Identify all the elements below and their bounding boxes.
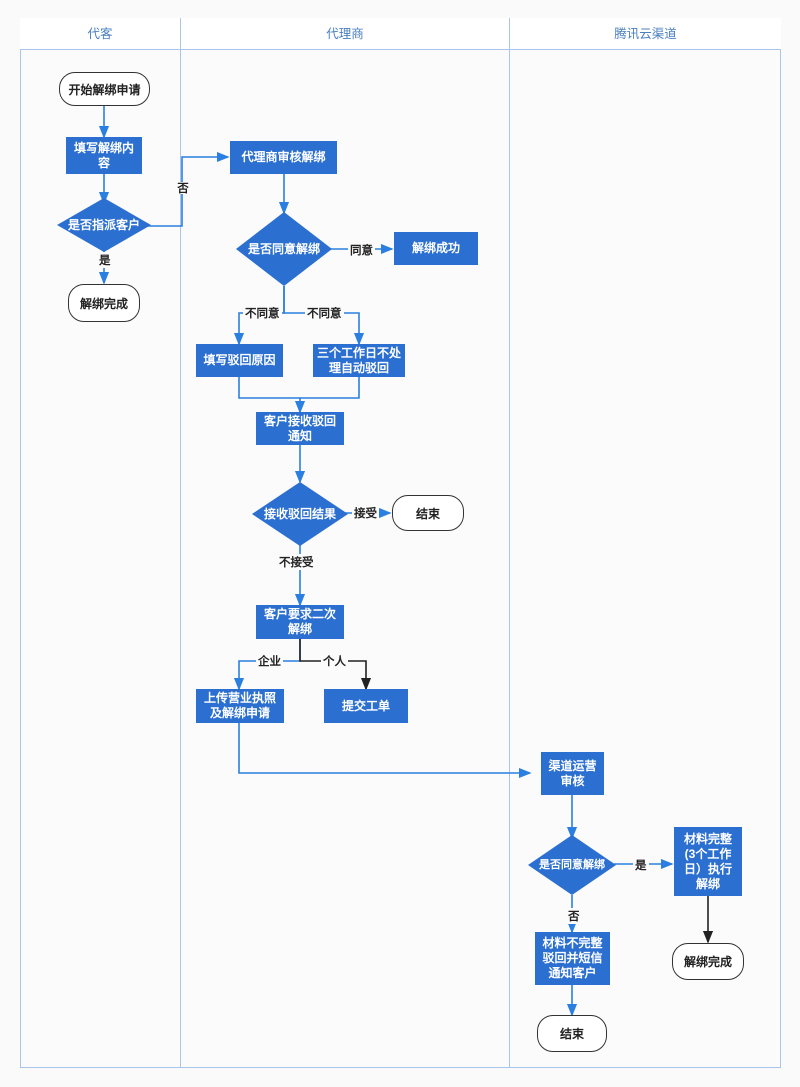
- node-label-line2: (3个工作: [684, 846, 732, 861]
- node-agent-review-unbind[interactable]: 代理商审核解绑: [230, 141, 337, 174]
- node-label-line1: 三个工作日不处: [316, 345, 401, 360]
- node-label-line2: 审核: [560, 773, 585, 788]
- node-label-line1: 上传营业执照: [203, 691, 276, 705]
- edge-label-accept: 接受: [352, 505, 379, 521]
- node-fill-unbind-content[interactable]: 填写解绑内 容: [66, 137, 142, 174]
- node-label-line2: 及解绑申请: [209, 706, 270, 720]
- edge-label-enterprise: 企业: [256, 653, 283, 669]
- lane-divider-2: [509, 18, 510, 1068]
- node-label: 开始解绑申请: [68, 82, 141, 97]
- node-label-line1: 材料完整: [683, 831, 732, 846]
- edge-label-disagree-left: 不同意: [243, 305, 282, 321]
- edge-label-disagree-right: 不同意: [305, 305, 344, 321]
- node-label-line1: 渠道运营: [548, 758, 597, 773]
- edge-label-tencent-no: 否: [566, 908, 582, 924]
- node-unbind-complete-left[interactable]: 解绑完成: [68, 284, 140, 322]
- swimlane-header-row: [20, 18, 781, 50]
- node-receive-reject-result[interactable]: 接收驳回结果: [252, 482, 348, 546]
- node-label-line3: 通知客户: [548, 966, 597, 980]
- node-materials-complete[interactable]: 材料完整 (3个工作 日）执行 解绑: [674, 827, 742, 896]
- node-label: 是否同意解绑: [247, 242, 320, 256]
- edge-label-agree: 同意: [348, 242, 375, 258]
- swimlane-frame: [20, 18, 781, 1068]
- edge-label-yes-assign: 是: [97, 252, 113, 268]
- node-unbind-success[interactable]: 解绑成功: [394, 232, 478, 265]
- node-label-line2: 驳回并短信: [542, 951, 603, 965]
- node-auto-reject-3days[interactable]: 三个工作日不处 理自动驳回: [313, 344, 405, 377]
- node-customer-receive-reject[interactable]: 客户接收驳回 通知: [256, 412, 344, 445]
- node-end-tencent[interactable]: 结束: [537, 1015, 607, 1052]
- node-submit-ticket[interactable]: 提交工单: [324, 689, 408, 723]
- node-assign-customer[interactable]: 是否指派客户: [57, 198, 151, 252]
- node-label-line1: 客户接收驳回: [263, 413, 336, 428]
- node-label: 解绑完成: [683, 955, 732, 969]
- node-label-line1: 填写解绑内: [73, 140, 134, 155]
- node-label: 接收驳回结果: [263, 507, 336, 521]
- lane-header-agent: 代理商: [326, 27, 364, 41]
- edge-label-tencent-yes: 是: [633, 857, 649, 873]
- lane-header-tencent: 腾讯云渠道: [614, 27, 677, 41]
- node-label: 提交工单: [341, 698, 390, 713]
- node-label: 结束: [415, 506, 440, 521]
- node-label-line2: 解绑: [287, 622, 312, 636]
- node-start-unbind-request[interactable]: 开始解绑申请: [59, 72, 150, 106]
- node-label-line4: 解绑: [695, 876, 720, 891]
- edge-label-not-accept: 不接受: [277, 554, 316, 570]
- node-label: 结束: [559, 1027, 584, 1041]
- node-customer-second-unbind[interactable]: 客户要求二次 解绑: [256, 605, 344, 639]
- node-label-line2: 理自动驳回: [328, 360, 389, 375]
- node-upload-license[interactable]: 上传营业执照 及解绑申请: [196, 689, 284, 723]
- node-label-line1: 客户要求二次: [263, 607, 336, 621]
- node-label-line1: 材料不完整: [542, 936, 603, 950]
- edge-label-individual: 个人: [321, 653, 348, 669]
- lane-header-customer: 代客: [87, 27, 113, 41]
- edge-label-no-assign: 否: [172, 182, 192, 194]
- node-materials-incomplete[interactable]: 材料不完整 驳回并短信 通知客户: [535, 932, 610, 985]
- node-end-agent[interactable]: 结束: [392, 495, 464, 531]
- node-label: 填写驳回原因: [203, 353, 276, 367]
- node-tencent-agree-unbind[interactable]: 是否同意解绑: [528, 835, 616, 895]
- node-label-line2: 通知: [287, 428, 312, 443]
- node-channel-ops-review[interactable]: 渠道运营 审核: [541, 752, 604, 795]
- node-label: 解绑成功: [411, 241, 460, 255]
- lane-divider-1: [180, 18, 181, 1068]
- node-label-line3: 日）执行: [683, 861, 732, 876]
- node-label: 是否同意解绑: [539, 859, 605, 871]
- node-label: 代理商审核解绑: [241, 150, 326, 164]
- node-agree-unbind[interactable]: 是否同意解绑: [236, 212, 332, 286]
- node-label: 解绑完成: [79, 296, 128, 311]
- node-label-line2: 容: [97, 155, 110, 170]
- node-label: 是否指派客户: [67, 218, 140, 232]
- node-unbind-complete-right[interactable]: 解绑完成: [672, 943, 744, 980]
- node-fill-reject-reason[interactable]: 填写驳回原因: [196, 344, 283, 377]
